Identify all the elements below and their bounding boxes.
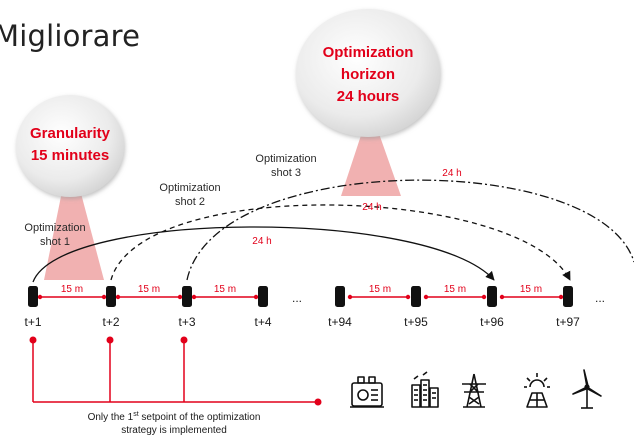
shot1-line2: shot 1	[40, 236, 70, 248]
solar-panel-icon	[524, 373, 550, 408]
interval-96-97: 15 m	[499, 284, 564, 300]
shot3-line1: Optimization	[255, 153, 316, 165]
interval-1-2: 15 m	[37, 284, 107, 300]
horizon-line3: 24 hours	[337, 88, 400, 105]
granularity-cone	[44, 152, 104, 280]
timestep-label: t+4	[254, 315, 271, 329]
interval-label: 15 m	[444, 284, 466, 295]
timestep-label: t+94	[328, 315, 352, 329]
timestep-label: t+96	[480, 315, 504, 329]
shot2-arc	[110, 204, 571, 281]
interval-95-96: 15 m	[423, 284, 487, 300]
page-title: Migliorare	[0, 19, 141, 53]
interval-2-3: 15 m	[115, 284, 183, 300]
interval-94-95: 15 m	[347, 284, 411, 300]
shot2-horizon-label: 24 h	[362, 202, 381, 213]
shot1-horizon-label: 24 h	[252, 236, 271, 247]
timestep-label: t+1	[24, 315, 41, 329]
timestep-label: t+97	[556, 315, 580, 329]
factory-icon	[411, 371, 439, 408]
timestep-marker	[258, 286, 268, 307]
shot1-arc	[32, 226, 495, 283]
interval-label: 15 m	[369, 284, 391, 295]
shot3-horizon-label: 24 h	[442, 168, 461, 179]
horizon-line2: horizon	[341, 66, 395, 83]
transmission-tower-icon	[462, 373, 486, 408]
ellipsis-end: ...	[595, 291, 605, 305]
timestep-marker	[182, 286, 192, 307]
wind-turbine-icon	[572, 369, 602, 409]
timestep-label: t+3	[178, 315, 195, 329]
shot1-line1: Optimization	[24, 222, 85, 234]
horizon-line1: Optimization	[323, 44, 414, 61]
timestep-markers	[28, 286, 573, 307]
power-plant-icon	[350, 376, 384, 408]
horizon-bubble: Optimization horizon 24 hours	[296, 9, 440, 137]
shot1-label: Optimization shot 1	[24, 222, 85, 248]
interval-3-4: 15 m	[191, 284, 259, 300]
timestep-label: t+95	[404, 315, 428, 329]
interval-label: 15 m	[61, 284, 83, 295]
shot2-line2: shot 2	[175, 196, 205, 208]
granularity-line2: 15 minutes	[31, 147, 109, 164]
interval-label: 15 m	[214, 284, 236, 295]
timestep-marker	[411, 286, 421, 307]
implementation-note-line1: Only the 1st setpoint of the optimizatio…	[88, 411, 261, 423]
implementation-bracket	[29, 336, 322, 406]
timestep-marker	[487, 286, 497, 307]
shot2-label: Optimization shot 2	[159, 182, 220, 208]
granularity-bubble: Granularity 15 minutes	[16, 95, 124, 197]
shot3-arc	[186, 179, 634, 281]
interval-label: 15 m	[138, 284, 160, 295]
timestep-marker	[335, 286, 345, 307]
granularity-line1: Granularity	[30, 125, 111, 142]
horizon-cone	[341, 108, 401, 196]
timestep-marker	[106, 286, 116, 307]
timestep-marker	[563, 286, 573, 307]
interval-label: 15 m	[520, 284, 542, 295]
implementation-note-line2: strategy is implemented	[121, 425, 227, 436]
timestep-label: t+2	[102, 315, 119, 329]
timestep-marker	[28, 286, 38, 307]
shot3-label: Optimization shot 3	[255, 153, 316, 179]
shot3-line2: shot 3	[271, 167, 301, 179]
ellipsis-middle: ...	[292, 291, 302, 305]
shot2-line1: Optimization	[159, 182, 220, 194]
